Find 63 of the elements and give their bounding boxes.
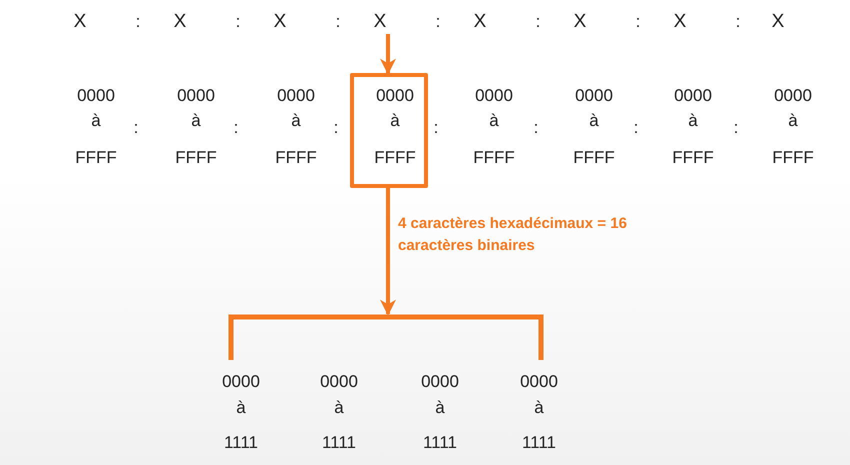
hex-value: 1111 — [322, 433, 356, 453]
colon-separator: : — [134, 118, 138, 138]
hex-value: 0000 — [222, 372, 260, 392]
hex-value: 0000 — [277, 86, 315, 106]
hex-value: 1111 — [522, 433, 556, 453]
colon-separator: : — [436, 12, 440, 32]
bracket — [228, 314, 544, 360]
range-word: à — [788, 111, 798, 131]
hex-value: 0000 — [77, 86, 115, 106]
arrow — [380, 188, 396, 316]
hextet-symbol: X — [274, 12, 286, 32]
colon-separator: : — [534, 118, 538, 138]
hextet-symbol: X — [474, 12, 486, 32]
hex-value: 0000 — [575, 86, 613, 106]
hex-value: 1111 — [422, 433, 458, 453]
hex-value: 0000 — [177, 86, 215, 106]
hextet-symbol: X — [174, 12, 186, 32]
range-word: à — [291, 111, 301, 131]
colon-separator: : — [136, 12, 140, 32]
hex-value: FFFF — [175, 148, 217, 168]
arrow — [380, 34, 396, 75]
hex-value: 0000 — [320, 372, 358, 392]
highlight-box — [350, 73, 428, 188]
colon-separator: : — [536, 12, 540, 32]
hex-value: FFFF — [275, 148, 317, 168]
colon-separator: : — [734, 118, 738, 138]
colon-separator: : — [636, 12, 640, 32]
hex-value: 0000 — [376, 86, 414, 106]
hex-value: FFFF — [473, 148, 515, 168]
hextet-symbol: X — [674, 12, 686, 32]
colon-separator: : — [336, 12, 340, 32]
colon-separator: : — [334, 118, 338, 138]
colon-separator: : — [234, 118, 238, 138]
colon-separator: : — [434, 118, 438, 138]
range-word: à — [334, 398, 344, 418]
hex-value: 0000 — [774, 86, 812, 106]
hex-value: FFFF — [772, 148, 814, 168]
hex-value: 0000 — [421, 372, 459, 392]
hex-value: 0000 — [475, 86, 513, 106]
hex-value: FFFF — [672, 148, 714, 168]
hextet-symbol: X — [74, 12, 86, 32]
hex-value: 0000 — [674, 86, 712, 106]
edge-label: 4 caractères hexadécimaux = 16 caractères binaires — [398, 214, 628, 256]
hex-value: 0000 — [520, 372, 558, 392]
hex-value: FFFF — [573, 148, 615, 168]
range-word: à — [191, 111, 201, 131]
range-word: à — [489, 111, 499, 131]
range-word: à — [91, 111, 101, 131]
colon-separator: : — [736, 12, 740, 32]
hex-value: FFFF — [75, 148, 117, 168]
hextet-symbol: X — [574, 12, 586, 32]
colon-separator: : — [634, 118, 638, 138]
hex-value: 1111 — [224, 433, 258, 453]
range-word: à — [236, 398, 246, 418]
range-word: à — [589, 111, 599, 131]
range-word: à — [390, 111, 400, 131]
range-word: à — [435, 398, 445, 418]
hextet-symbol: X — [374, 12, 386, 32]
colon-separator: : — [236, 12, 240, 32]
hex-value: FFFF — [374, 148, 416, 168]
hextet-symbol: X — [772, 12, 784, 32]
range-word: à — [534, 398, 544, 418]
range-word: à — [688, 111, 698, 131]
